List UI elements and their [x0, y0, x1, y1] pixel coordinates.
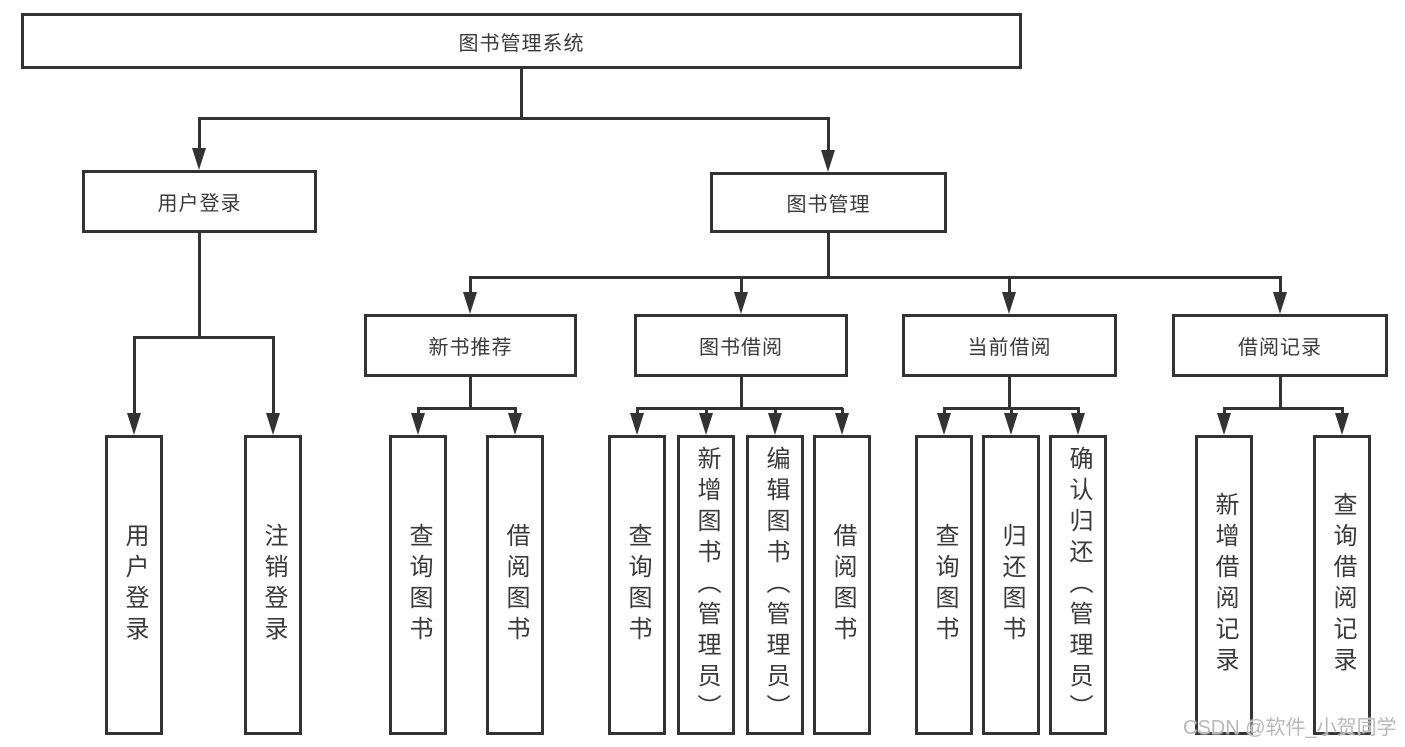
node-book-borrowing-label: 图书借阅	[699, 337, 783, 359]
arrowhead-borrowing-records	[1273, 292, 1287, 314]
connector-drop-query-record	[1341, 408, 1344, 415]
leaf-borrowing-borrow-books-label: 借阅图书	[829, 523, 856, 647]
node-book-management: 图书管理	[710, 172, 947, 233]
connector-drop-return-books	[1010, 408, 1013, 415]
leaf-recommend-borrow-books-label: 借阅图书	[502, 523, 529, 647]
leaf-query-borrow-record: 查询借阅记录	[1313, 435, 1371, 735]
arrowhead-user-login	[192, 148, 206, 170]
node-book-management-label: 图书管理	[786, 194, 871, 216]
connector-recommend-stem	[469, 377, 472, 410]
connector-book-management-stem	[827, 233, 830, 279]
connector-drop-borrowing-borrow	[841, 408, 844, 415]
leaf-recommend-query-books: 查询图书	[389, 435, 447, 735]
connector-recommend-rail	[417, 407, 517, 410]
arrowhead-current-borrowing	[1002, 292, 1016, 314]
connector-drop-current-query	[943, 408, 946, 415]
leaf-confirm-return-admin-label: 确认归还（管理员）	[1065, 445, 1092, 725]
connector-drop-current-borrowing	[1008, 277, 1011, 294]
leaf-user-login: 用户登录	[105, 435, 163, 735]
arrowhead-borrowing-borrow	[835, 413, 849, 435]
connector-borrowing-stem	[740, 377, 743, 410]
leaf-return-books: 归还图书	[982, 435, 1040, 735]
connector-drop-add-record	[1223, 408, 1226, 415]
arrowhead-add-record	[1217, 413, 1231, 435]
connector-root-rail	[198, 117, 830, 120]
connector-drop-leaf-logout	[272, 337, 275, 415]
connector-drop-user-login	[198, 118, 201, 150]
leaf-logout: 注销登录	[244, 435, 302, 735]
arrowhead-recommend-borrow	[508, 413, 522, 435]
leaf-return-books-label: 归还图书	[998, 523, 1025, 647]
leaf-borrowing-query-books: 查询图书	[608, 435, 666, 735]
connector-current-stem	[1008, 377, 1011, 410]
node-user-login-label: 用户登录	[157, 193, 242, 215]
leaf-user-login-label: 用户登录	[121, 523, 148, 647]
leaf-recommend-borrow-books: 借阅图书	[486, 435, 544, 735]
connector-records-rail	[1223, 407, 1344, 410]
node-new-book-recommend-label: 新书推荐	[428, 337, 513, 359]
leaf-logout-label: 注销登录	[260, 523, 287, 647]
node-current-borrowing: 当前借阅	[902, 314, 1117, 377]
connector-drop-new-book-recommend	[469, 277, 472, 294]
arrowhead-new-book-recommend	[463, 292, 477, 314]
leaf-add-books-admin: 新增图书（管理员）	[677, 435, 735, 735]
connector-drop-book-management	[827, 118, 830, 152]
leaf-query-borrow-record-label: 查询借阅记录	[1329, 492, 1356, 678]
leaf-borrowing-query-books-label: 查询图书	[624, 523, 651, 647]
connector-drop-add-books	[705, 408, 708, 415]
node-current-borrowing-label: 当前借阅	[967, 337, 1052, 359]
csdn-watermark: CSDN @软件_小贺同学	[1183, 717, 1397, 739]
node-borrowing-records: 借阅记录	[1172, 314, 1388, 377]
connector-drop-borrowing-records	[1279, 277, 1282, 294]
arrowhead-borrowing-query	[630, 413, 644, 435]
leaf-add-borrow-record: 新增借阅记录	[1195, 435, 1253, 735]
arrowhead-confirm-return	[1071, 413, 1085, 435]
leaf-edit-books-admin: 编辑图书（管理员）	[746, 435, 804, 735]
arrowhead-recommend-query	[411, 413, 425, 435]
connector-user-login-stem	[198, 233, 201, 339]
node-user-login: 用户登录	[82, 170, 317, 233]
leaf-borrowing-borrow-books: 借阅图书	[813, 435, 871, 735]
leaf-recommend-query-books-label: 查询图书	[405, 523, 432, 647]
leaf-confirm-return-admin: 确认归还（管理员）	[1049, 435, 1107, 735]
connector-drop-recommend-borrow	[514, 408, 517, 415]
leaf-current-query-books-label: 查询图书	[931, 523, 958, 647]
leaf-current-query-books: 查询图书	[915, 435, 973, 735]
connector-drop-leaf-user-login	[133, 337, 136, 415]
arrowhead-leaf-logout	[266, 413, 280, 435]
connector-records-stem	[1279, 377, 1282, 410]
node-root: 图书管理系统	[21, 13, 1022, 69]
arrowhead-book-management	[821, 150, 835, 172]
arrowhead-current-query	[937, 413, 951, 435]
node-root-label: 图书管理系统	[458, 32, 585, 55]
leaf-add-borrow-record-label: 新增借阅记录	[1211, 492, 1238, 678]
arrowhead-add-books	[699, 413, 713, 435]
connector-drop-book-borrowing	[740, 277, 743, 294]
connector-book-management-rail	[469, 276, 1282, 279]
arrowhead-leaf-user-login	[127, 413, 141, 435]
connector-drop-borrowing-query	[636, 408, 639, 415]
connector-drop-edit-books	[774, 408, 777, 415]
connector-drop-recommend-query	[417, 408, 420, 415]
leaf-edit-books-admin-label: 编辑图书（管理员）	[762, 445, 789, 725]
connector-root-stem	[520, 69, 523, 120]
arrowhead-return-books	[1004, 413, 1018, 435]
arrowhead-edit-books	[768, 413, 782, 435]
node-new-book-recommend: 新书推荐	[364, 314, 577, 377]
arrowhead-query-record	[1335, 413, 1349, 435]
connector-borrowing-rail	[636, 407, 843, 410]
node-borrowing-records-label: 借阅记录	[1238, 337, 1322, 359]
leaf-add-books-admin-label: 新增图书（管理员）	[693, 445, 720, 725]
arrowhead-book-borrowing	[734, 292, 748, 314]
connector-user-login-rail	[133, 336, 275, 339]
connector-drop-confirm-return	[1077, 408, 1080, 415]
node-book-borrowing: 图书借阅	[634, 314, 848, 377]
